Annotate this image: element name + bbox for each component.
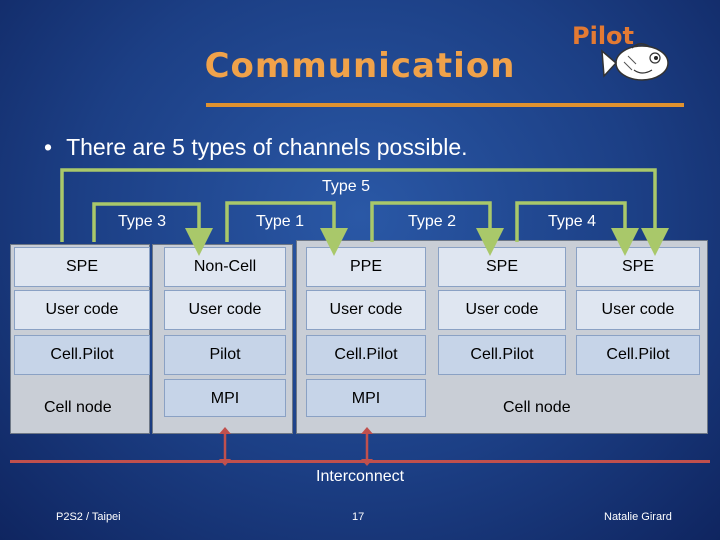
footer-venue: P2S2 / Taipei xyxy=(56,511,121,523)
type5-channel-arrow xyxy=(60,168,669,256)
type2-channel-arrow xyxy=(370,201,504,256)
type5-label: Type 5 xyxy=(322,178,371,195)
cell-pilot-cell: Cell.Pilot xyxy=(14,335,150,375)
type2-label: Type 2 xyxy=(408,213,457,230)
user-code-cell: User code xyxy=(438,290,566,330)
bullet-item: • There are 5 types of channels possible. xyxy=(44,134,468,161)
cell-node-label-left: Cell node xyxy=(44,399,112,416)
footer-author: Natalie Girard xyxy=(604,511,672,523)
pilot-logo: Pilot xyxy=(572,18,682,94)
type4-channel-arrow xyxy=(515,201,639,256)
slide-title: Communication xyxy=(204,46,516,86)
type1-label: Type 1 xyxy=(256,213,305,230)
bullet-dot: • xyxy=(44,134,53,160)
mpi-cell: MPI xyxy=(164,379,286,417)
type3-channel-arrow xyxy=(92,202,213,256)
pilot-cell: Pilot xyxy=(164,335,286,375)
fish-mascot-icon xyxy=(601,43,669,81)
logo-text: Pilot xyxy=(572,22,635,50)
interconnect-bus xyxy=(10,460,710,463)
spe-cell: SPE xyxy=(14,247,150,287)
cell-pilot-cell: Cell.Pilot xyxy=(438,335,566,375)
type1-channel-arrow xyxy=(225,201,348,256)
user-code-cell: User code xyxy=(576,290,700,330)
ppe-cell: PPE xyxy=(306,247,426,287)
user-code-cell: User code xyxy=(306,290,426,330)
type4-label: Type 4 xyxy=(548,213,597,230)
non-cell-cell: Non-Cell xyxy=(164,247,286,287)
interconnect-label: Interconnect xyxy=(316,468,405,485)
title-underline xyxy=(206,103,684,107)
footer-page-number: 17 xyxy=(352,511,365,523)
bullet-text: There are 5 types of channels possible. xyxy=(66,134,468,160)
cell-pilot-cell: Cell.Pilot xyxy=(576,335,700,375)
cell-pilot-cell: Cell.Pilot xyxy=(306,335,426,375)
mpi-cell: MPI xyxy=(306,379,426,417)
type3-label: Type 3 xyxy=(118,213,167,230)
user-code-cell: User code xyxy=(14,290,150,330)
cell-node-label-right: Cell node xyxy=(503,399,571,416)
user-code-cell: User code xyxy=(164,290,286,330)
